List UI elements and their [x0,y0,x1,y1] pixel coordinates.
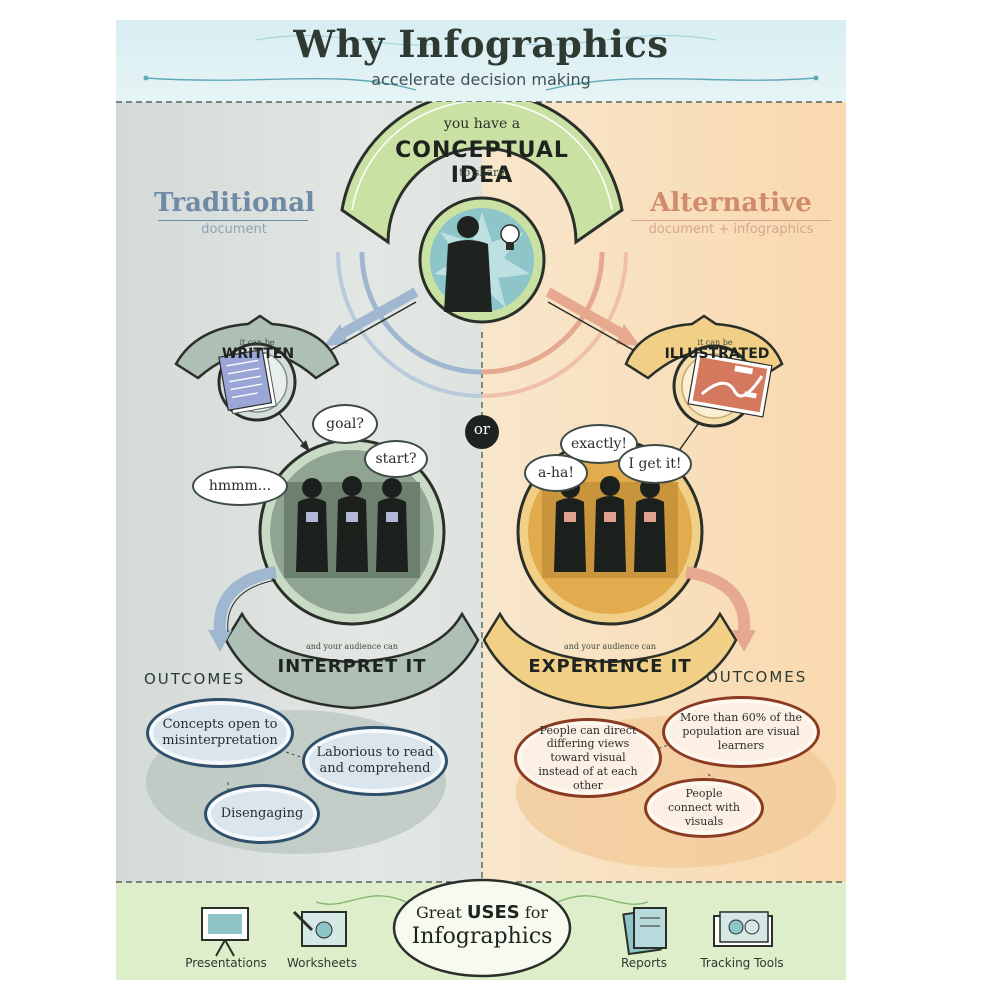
tracking-tools-icon [713,911,773,947]
traditional-heading: Traditional [154,188,315,218]
outcome-direct-views: People can direct differing views toward… [514,718,662,798]
traditional-subheading: document [201,222,267,237]
speech-bubble-aha: a-ha! [524,454,588,492]
footer-heading-pre: Great [415,903,462,922]
traditional-outcomes-heading: OUTCOMES [144,670,246,688]
illustrated-label: ILLUSTRATED [664,346,770,362]
interpret-label: INTERPRET IT [277,656,427,677]
footer-heading-for: for [524,903,549,922]
use-reports: Reports [620,956,668,970]
use-presentations: Presentations [185,956,267,970]
speech-bubble-i-get-it: I get it! [618,444,692,484]
outcome-text: Concepts open to misinterpretation [162,716,278,748]
outcome-laborious: Laborious to read and comprehend [302,726,448,796]
illustrated-pre-text: it can be [697,338,733,347]
outcome-visual-learners: More than 60% of the population are visu… [662,696,820,768]
infographic-poster: Why Infographics accelerate decision mak… [116,20,846,980]
page-subtitle: accelerate decision making [371,70,591,89]
footer-heading-uses: USES [466,902,520,923]
center-pre-text: you have a [443,116,521,132]
written-label: WRITTEN [221,346,295,362]
written-pre-text: it can be [239,338,275,347]
experience-label: EXPERIENCE IT [528,656,692,677]
experience-pre-text: and your audience can [563,642,657,651]
outcome-text: People can direct differing views toward… [538,723,638,792]
use-tracking-tools: Tracking Tools [700,956,784,970]
outcome-text: Laborious to read and comprehend [316,744,434,776]
speech-bubble-hmmm: hmmm... [192,466,288,506]
footer-graphics [116,878,846,978]
worksheet-icon [292,910,347,947]
use-worksheets: Worksheets [287,956,357,970]
interpret-pre-text: and your audience can [305,642,399,651]
outcome-text: Disengaging [220,805,304,821]
presentation-board-icon [201,907,249,957]
footer-heading-line1: Great USES for [394,902,570,923]
alternative-underline [631,220,831,221]
center-main-text: CONCEPTUAL IDEA [395,138,569,188]
outcome-text: More than 60% of the population are visu… [680,711,802,752]
header-band [116,20,846,102]
reports-icon [622,907,667,956]
alternative-heading: Alternative [650,188,812,218]
or-badge: or [473,420,491,438]
footer-heading-main: Infographics [411,924,553,949]
alternative-subheading: document + infographics [648,222,814,237]
outcome-connect-visuals: People connect with visuals [644,778,764,838]
speech-bubble-goal: goal? [312,404,378,444]
page-title: Why Infographics [293,22,669,66]
outcome-misinterpretation: Concepts open to misinterpretation [146,698,294,768]
outcome-text: People connect with visuals [668,787,740,828]
speech-bubble-start: start? [364,440,428,478]
traditional-underline [158,220,308,221]
outcome-disengaging: Disengaging [204,784,320,844]
alternative-outcomes-heading: OUTCOMES [706,668,808,686]
center-post-text: to share [459,166,505,179]
